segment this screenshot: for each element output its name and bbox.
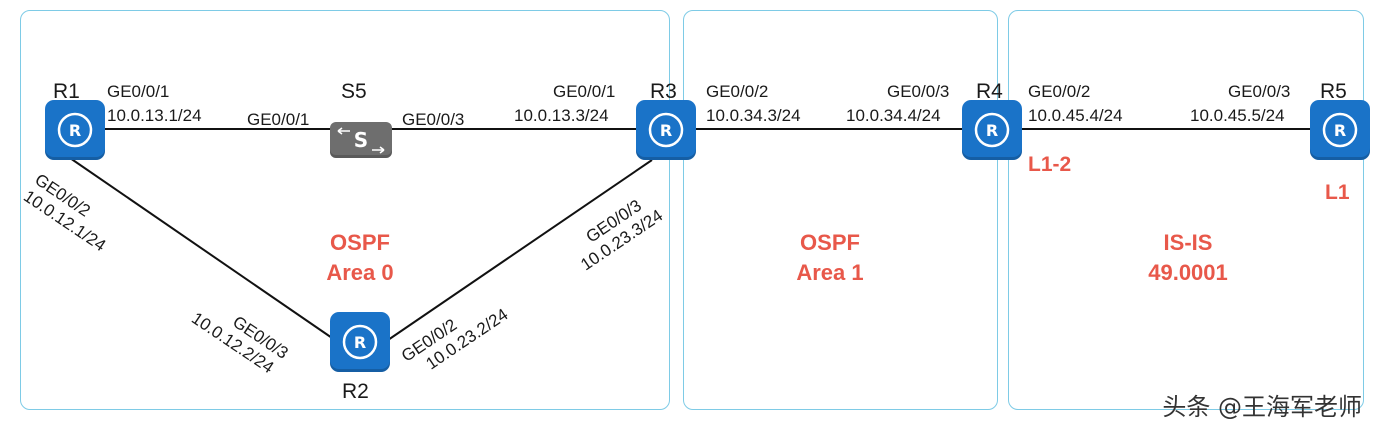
svg-text:R: R xyxy=(660,121,672,140)
port-r3-ge001: GE0/0/1 xyxy=(553,82,616,101)
port-r5-ge003: GE0/0/3 xyxy=(1228,82,1291,101)
area-ospf-1-box xyxy=(683,10,998,410)
router-r2-icon[interactable]: R xyxy=(330,312,390,372)
svg-text:R: R xyxy=(1334,121,1346,140)
area-ospf-0-box xyxy=(20,10,670,410)
router-r1-icon[interactable]: R xyxy=(45,100,105,160)
area-isis-box xyxy=(1008,10,1364,410)
level-r4: L1-2 xyxy=(1028,153,1072,176)
device-name-s5: S5 xyxy=(341,80,367,103)
ip-r1-ge001: 10.0.13.1/24 xyxy=(107,106,202,125)
ip-r3-ge001: 10.0.13.3/24 xyxy=(514,106,609,125)
area-1-title: OSPF xyxy=(800,230,860,255)
area-2-subtitle: 49.0001 xyxy=(1148,260,1228,285)
watermark: 头条 @王海军老师 xyxy=(1162,393,1362,421)
port-r4-ge002: GE0/0/2 xyxy=(1028,82,1091,101)
area-0-subtitle: Area 0 xyxy=(326,260,394,285)
ip-r3-ge002: 10.0.34.3/24 xyxy=(706,106,801,125)
area-0-title: OSPF xyxy=(330,230,390,255)
area-label-isis: IS-IS 49.0001 xyxy=(1118,228,1258,288)
port-s5-ge003: GE0/0/3 xyxy=(402,110,465,129)
port-r3-ge002: GE0/0/2 xyxy=(706,82,769,101)
router-r3-icon[interactable]: R xyxy=(636,100,696,160)
area-2-title: IS-IS xyxy=(1163,230,1213,255)
level-r5: L1 xyxy=(1325,181,1350,204)
link-r1-r2 xyxy=(69,157,336,341)
port-r1-ge001: GE0/0/1 xyxy=(107,82,170,101)
device-name-r5: R5 xyxy=(1320,80,1347,103)
svg-text:R: R xyxy=(354,333,366,352)
svg-text:R: R xyxy=(69,121,81,140)
ip-r5-ge003: 10.0.45.5/24 xyxy=(1190,106,1285,125)
port-s5-ge001: GE0/0/1 xyxy=(247,110,310,129)
device-name-r3: R3 xyxy=(650,80,677,103)
ip-r4-ge003: 10.0.34.4/24 xyxy=(846,106,941,125)
device-name-r4: R4 xyxy=(976,80,1003,103)
area-label-ospf-0: OSPF Area 0 xyxy=(300,228,420,288)
device-name-r1: R1 xyxy=(53,80,80,103)
area-label-ospf-1: OSPF Area 1 xyxy=(770,228,890,288)
ip-r4-ge002: 10.0.45.4/24 xyxy=(1028,106,1123,125)
svg-text:R: R xyxy=(986,121,998,140)
link-r2-r3 xyxy=(387,159,653,341)
switch-s5-icon[interactable]: S xyxy=(330,122,392,158)
svg-text:S: S xyxy=(354,128,368,152)
router-r4-icon[interactable]: R xyxy=(962,100,1022,160)
router-r5-icon[interactable]: R xyxy=(1310,100,1370,160)
device-name-r2: R2 xyxy=(342,380,369,403)
area-1-subtitle: Area 1 xyxy=(796,260,864,285)
port-r4-ge003: GE0/0/3 xyxy=(887,82,950,101)
